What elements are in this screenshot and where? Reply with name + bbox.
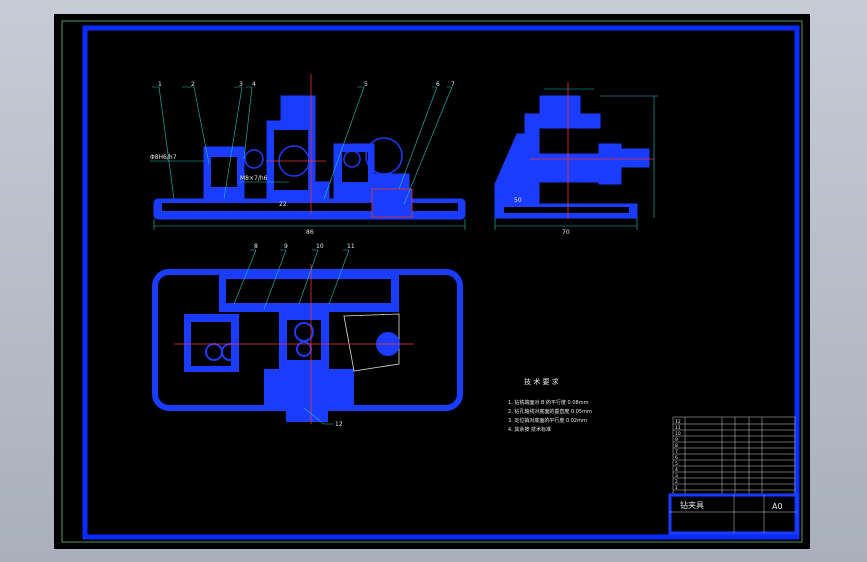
drawing-frame [82, 25, 800, 540]
parts-list [672, 416, 796, 496]
balloon-12: 12 [335, 421, 343, 428]
balloon-1: 1 [158, 81, 162, 88]
part-row-8: 8 [675, 443, 678, 449]
balloon-5: 5 [364, 81, 368, 88]
balloon-4: 4 [252, 81, 256, 88]
title-block: 钻夹具 A0 [668, 493, 799, 535]
part-row-1: 1 [675, 485, 678, 491]
balloon-6: 6 [436, 81, 440, 88]
balloon-3: 3 [239, 81, 243, 88]
balloon-10: 10 [316, 243, 324, 250]
side-view [494, 95, 650, 219]
part-row-11: 11 [675, 425, 681, 431]
part-row-12: 12 [675, 419, 681, 425]
top-view [152, 269, 463, 422]
title-name: 钻夹具 [680, 500, 704, 510]
tech-title: 技 术 要 求 [524, 377, 559, 386]
outer-border [61, 20, 803, 543]
dim-side-width: 70 [562, 229, 570, 236]
part-row-10: 10 [675, 431, 681, 437]
tech-item-2: 2. 钻孔轴线对底面的垂直度 0.05mm [508, 408, 592, 415]
part-row-2: 2 [675, 479, 678, 485]
tech-item-3: 3. 定位销对底面的平行度 0.02mm [508, 417, 587, 424]
balloon-7: 7 [451, 81, 455, 88]
cad-viewport[interactable]: 1 2 3 4 5 6 7 Φ8H6/h7 M8×7/h6 86 22 70 [54, 14, 810, 549]
part-row-6: 6 [675, 455, 678, 461]
part-row-3: 3 [675, 473, 678, 479]
balloon-8: 8 [254, 243, 258, 250]
balloon-11: 11 [347, 243, 355, 250]
drawing-canvas: 1 2 3 4 5 6 7 Φ8H6/h7 M8×7/h6 86 22 70 [61, 20, 803, 543]
part-row-5: 5 [675, 461, 678, 467]
balloon-2: 2 [191, 81, 195, 88]
part-row-9: 9 [675, 437, 678, 443]
dim-width: 86 [306, 229, 314, 236]
part-row-7: 7 [675, 449, 678, 455]
part-row-4: 4 [675, 467, 678, 473]
title-scale: A0 [772, 502, 783, 511]
front-view [153, 95, 466, 220]
dim-mid: 22 [279, 201, 287, 208]
tech-requirements: 技 术 要 求 1. 钻铣端面对 B 的平行度 0.08mm 2. 钻孔轴线对底… [508, 377, 592, 433]
fit-label-1: Φ8H6/h7 [150, 154, 177, 161]
dim-side-base: 50 [514, 197, 522, 204]
balloon-9: 9 [284, 243, 288, 250]
tech-item-4: 4. 其余按 技术标准 [508, 426, 551, 433]
fit-label-2: M8×7/h6 [240, 175, 268, 182]
tech-item-1: 1. 钻铣端面对 B 的平行度 0.08mm [508, 399, 589, 406]
